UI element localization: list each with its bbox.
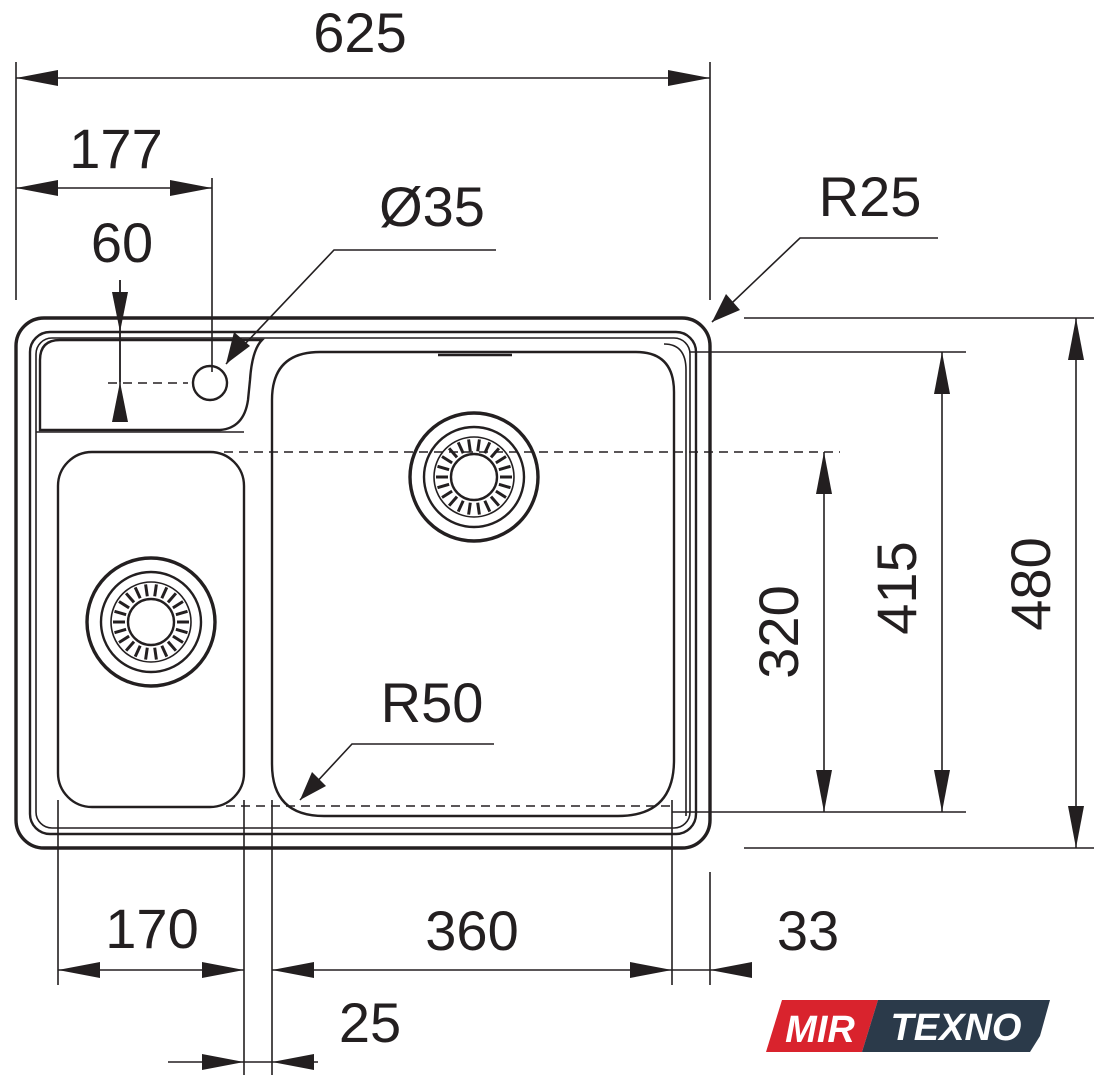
drain-spoke — [437, 482, 450, 490]
drain-small — [85, 556, 217, 688]
drain-spoke — [456, 500, 465, 513]
dim-divider-width: 25 — [339, 991, 401, 1054]
dim-deck-depth: 60 — [91, 211, 153, 274]
dim-overall-depth: 480 — [999, 537, 1062, 630]
tap-deck — [36, 338, 265, 433]
dim-overall-width: 625 — [313, 1, 406, 64]
drain-spoke — [467, 439, 472, 452]
drain-spoke — [498, 464, 511, 472]
drain-spoke — [166, 592, 178, 604]
drain-spoke — [476, 439, 481, 452]
dim-small-bowl-depth: 320 — [747, 585, 810, 678]
drain-spoke — [153, 647, 158, 660]
drain-spoke — [456, 441, 465, 454]
drain-spoke — [447, 447, 459, 459]
drain-spoke — [133, 586, 142, 599]
dimension-lines — [16, 70, 1084, 1070]
drain-spoke — [114, 609, 127, 617]
dim-large-bowl-width: 360 — [425, 899, 518, 962]
logo-dark-block — [862, 1000, 1050, 1052]
drain-spoke — [498, 482, 511, 490]
drain-spoke — [495, 455, 507, 465]
drain-spoke — [175, 609, 188, 617]
drain-spoke — [114, 627, 127, 635]
drain-spoke — [133, 645, 142, 658]
dim-inner-radius: R50 — [381, 671, 484, 734]
drain-spoke — [118, 600, 130, 610]
drain-large — [408, 411, 540, 543]
drain-spoke — [124, 640, 136, 652]
extension-lines — [15, 62, 1094, 1075]
drain-spoke — [172, 600, 184, 610]
dim-large-bowl-depth: 415 — [865, 541, 928, 634]
drain-spoke — [153, 584, 158, 597]
small-bowl — [56, 450, 246, 809]
drain-spoke — [489, 495, 501, 507]
sink-outline — [14, 316, 712, 850]
dim-small-bowl-width: 170 — [105, 897, 198, 960]
drain-spoke — [476, 502, 481, 515]
logo-text-mir: MIR — [785, 1009, 855, 1051]
drain-spoke — [144, 647, 149, 660]
drain-spoke — [483, 500, 492, 513]
dim-corner-radius-outer: R25 — [819, 165, 922, 228]
reference-lines — [224, 451, 840, 813]
drain-spoke — [437, 464, 450, 472]
drain-spoke — [144, 584, 149, 597]
drain-spoke — [160, 586, 169, 599]
drain-spoke — [124, 592, 136, 604]
drain-spoke — [175, 627, 188, 635]
large-bowl — [270, 343, 687, 818]
dim-rim-offset: 33 — [777, 899, 839, 962]
logo-red-block — [766, 1000, 878, 1052]
drain-spoke — [495, 489, 507, 499]
drain-spoke — [447, 495, 459, 507]
drain-spoke — [172, 634, 184, 644]
drain-spoke — [118, 634, 130, 644]
drain-spoke — [160, 645, 169, 658]
drain-spoke — [441, 489, 453, 499]
drain-spoke — [166, 640, 178, 652]
tap-hole — [108, 364, 229, 402]
dimension-labels: 625 177 60 Ø35 R25 R50 320 415 480 170 3… — [69, 1, 1062, 1054]
dim-tap-hole: Ø35 — [379, 175, 485, 238]
logo-text-texno: TEXNO — [891, 1007, 1022, 1049]
dim-tap-offset: 177 — [69, 117, 162, 180]
drain-spoke — [467, 502, 472, 515]
drain-spoke — [489, 447, 501, 459]
mirtexno-logo: MIR TEXNO — [766, 1000, 1050, 1052]
drain-spoke — [441, 455, 453, 465]
